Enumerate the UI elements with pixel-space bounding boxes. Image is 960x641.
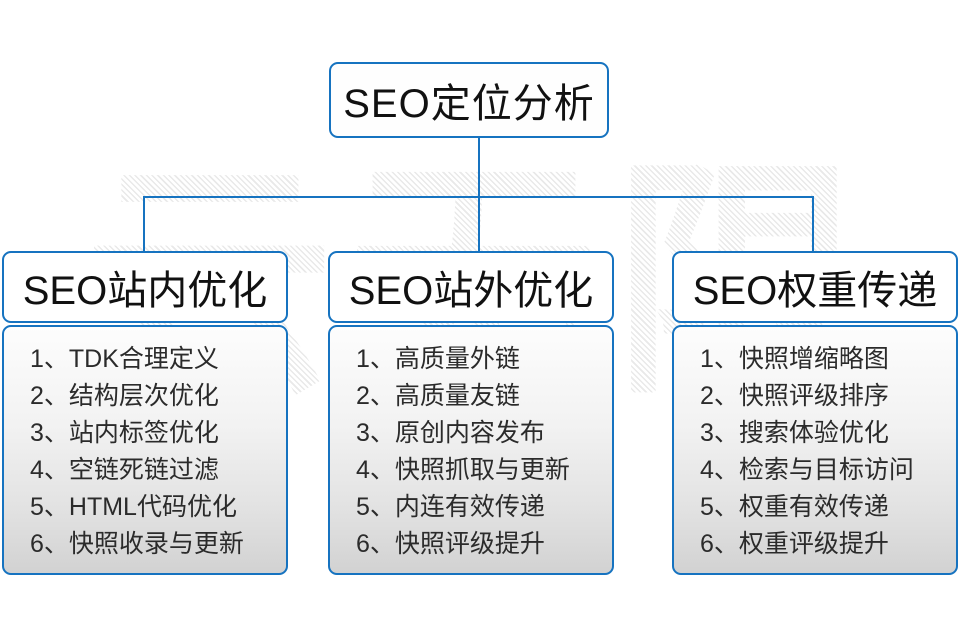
list-item[interactable]: 2、高质量友链	[356, 382, 520, 410]
branch-header-label: SEO权重传递	[692, 269, 938, 313]
list-item[interactable]: 2、结构层次优化	[30, 382, 219, 410]
list-item[interactable]: 3、搜索体验优化	[700, 419, 889, 447]
list-item[interactable]: 6、权重评级提升	[700, 530, 889, 558]
list-item[interactable]: 5、权重有效传递	[700, 493, 889, 521]
branch-body-weight-transfer: 1、快照增缩略图 2、快照评级排序 3、搜索体验优化 4、检索与目标访问 5、权…	[672, 325, 958, 575]
list-item[interactable]: 2、快照评级排序	[700, 382, 889, 410]
branch-off-site: SEO站外优化 1、高质量外链 2、高质量友链 3、原创内容发布 4、快照抓取与…	[328, 251, 614, 575]
branch-header-label: SEO站内优化	[22, 269, 268, 313]
list-item[interactable]: 4、空链死链过滤	[30, 456, 219, 484]
list-item[interactable]: 3、站内标签优化	[30, 419, 219, 447]
list-item[interactable]: 5、HTML代码优化	[30, 493, 237, 521]
branch-header-weight-transfer[interactable]: SEO权重传递	[672, 251, 958, 323]
list-item[interactable]: 6、快照评级提升	[356, 530, 545, 558]
branch-header-label: SEO站外优化	[348, 269, 594, 313]
list-item[interactable]: 4、检索与目标访问	[700, 456, 914, 484]
list-item[interactable]: 1、高质量外链	[356, 345, 520, 373]
branch-on-site: SEO站内优化 1、TDK合理定义 2、结构层次优化 3、站内标签优化 4、空链…	[2, 251, 288, 575]
branch-weight-transfer: SEO权重传递 1、快照增缩略图 2、快照评级排序 3、搜索体验优化 4、检索与…	[672, 251, 958, 575]
root-node-label: SEO定位分析	[343, 82, 595, 126]
root-node[interactable]: SEO定位分析	[329, 62, 609, 138]
list-item[interactable]: 6、快照收录与更新	[30, 530, 244, 558]
list-item[interactable]: 5、内连有效传递	[356, 493, 545, 521]
list-item[interactable]: 3、原创内容发布	[356, 419, 545, 447]
branch-body-off-site: 1、高质量外链 2、高质量友链 3、原创内容发布 4、快照抓取与更新 5、内连有…	[328, 325, 614, 575]
branch-body-on-site: 1、TDK合理定义 2、结构层次优化 3、站内标签优化 4、空链死链过滤 5、H…	[2, 325, 288, 575]
list-item[interactable]: 1、TDK合理定义	[30, 345, 219, 373]
branch-header-on-site[interactable]: SEO站内优化	[2, 251, 288, 323]
list-item[interactable]: 1、快照增缩略图	[700, 345, 889, 373]
list-item[interactable]: 4、快照抓取与更新	[356, 456, 570, 484]
branch-header-off-site[interactable]: SEO站外优化	[328, 251, 614, 323]
